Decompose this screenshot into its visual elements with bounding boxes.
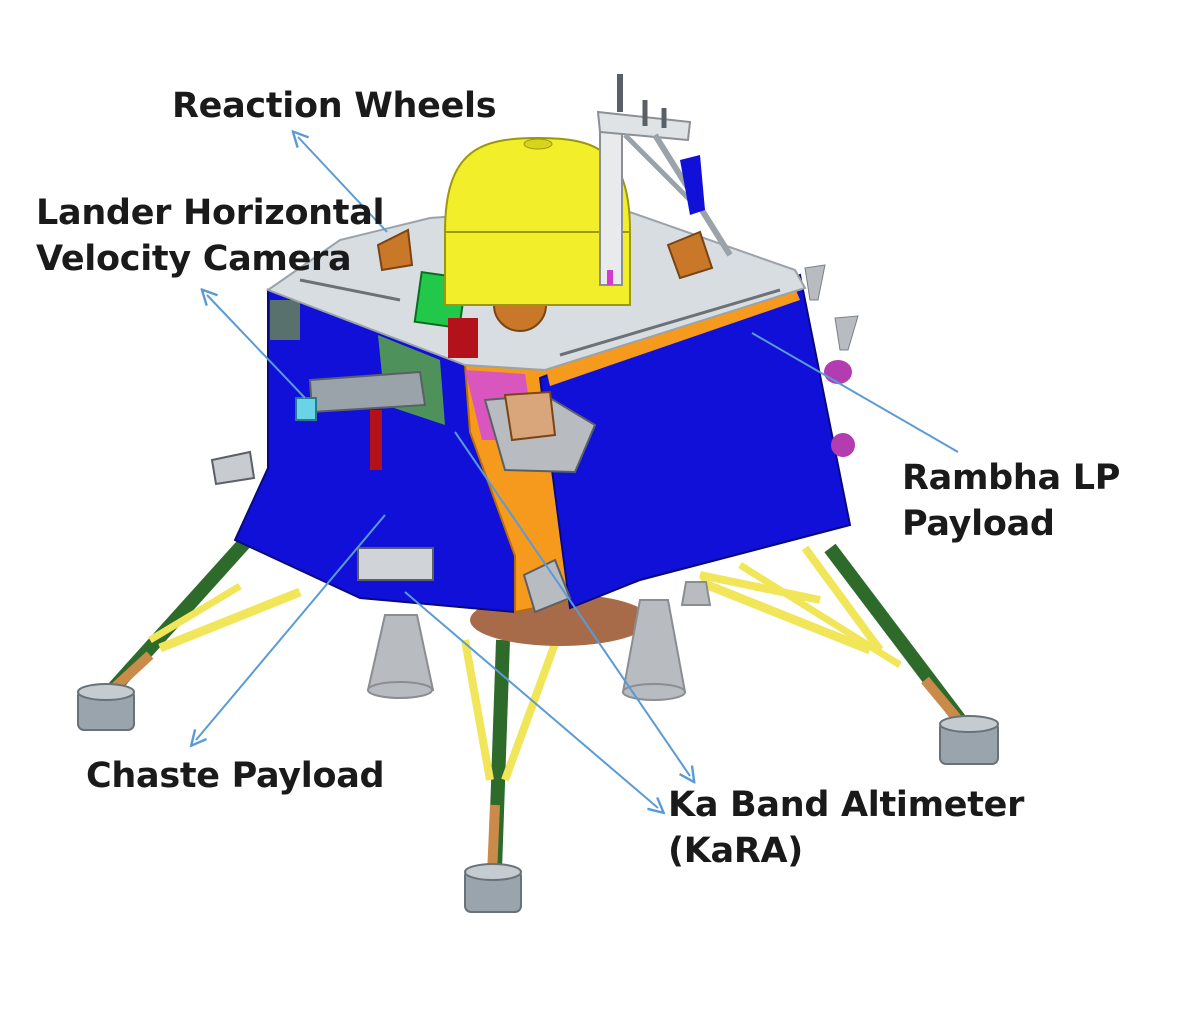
label-chaste-line1: Chaste Payload xyxy=(86,756,385,796)
mast xyxy=(596,74,733,286)
foot-pads xyxy=(77,683,999,913)
rambha-pointer xyxy=(751,332,959,453)
front-left-leg xyxy=(106,523,302,695)
label-lander-horizontal-velocity-camera: Lander Horizontal Velocity Camera xyxy=(36,190,385,282)
label-ka-band-altimeter: Ka Band Altimeter (KaRA) xyxy=(668,782,1024,874)
rear-legs xyxy=(699,545,884,653)
engine-nozzles xyxy=(366,581,712,701)
label-rambha-line2: Payload xyxy=(902,504,1055,544)
front-center-leg xyxy=(461,628,564,876)
kara-pointer-2 xyxy=(404,591,658,808)
label-chaste-payload: Chaste Payload xyxy=(86,753,385,799)
lander-camera-pointer xyxy=(207,295,306,399)
kara-pointer-1 xyxy=(454,431,690,776)
label-rambha-line1: Rambha LP xyxy=(902,458,1121,498)
label-reaction-wheels-line1: Reaction Wheels xyxy=(172,86,497,126)
pointer-arrows xyxy=(196,137,959,808)
label-lander-camera-line2: Velocity Camera xyxy=(36,239,352,279)
front-right-leg xyxy=(698,543,969,732)
label-rambha-lp-payload: Rambha LP Payload xyxy=(902,455,1120,547)
label-reaction-wheels: Reaction Wheels xyxy=(172,83,497,129)
label-kara-line2: (KaRA) xyxy=(668,831,803,871)
label-kara-line1: Ka Band Altimeter xyxy=(668,785,1025,825)
label-lander-camera-line1: Lander Horizontal xyxy=(36,193,385,233)
reaction-wheels-pointer xyxy=(298,137,388,233)
chaste-pointer xyxy=(196,514,386,740)
side-instruments xyxy=(210,264,859,614)
